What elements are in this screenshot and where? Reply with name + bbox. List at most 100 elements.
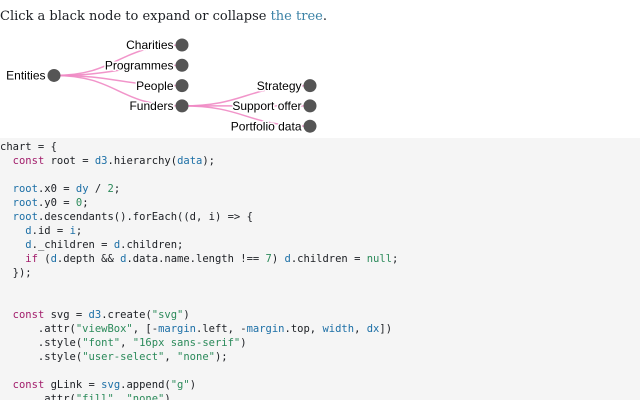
code-token: }); xyxy=(0,267,32,279)
code-token: 2 xyxy=(107,183,114,195)
code-line: chart = { xyxy=(0,140,640,154)
code-token: svg xyxy=(101,379,121,391)
tree-node-label: Charities xyxy=(126,38,173,52)
intro-prefix: Click a black node to expand or collapse xyxy=(0,9,271,24)
node-circle-icon[interactable] xyxy=(175,99,189,113)
tree-link-strategy xyxy=(181,84,311,107)
node-circle-icon[interactable] xyxy=(175,79,189,93)
code-token: .style( xyxy=(0,337,83,349)
code-token xyxy=(0,379,13,391)
code-line: root.y0 = 0; xyxy=(0,196,640,210)
code-token: .y0 = xyxy=(37,197,76,209)
tree-node-strategy[interactable]: Strategy xyxy=(255,77,317,94)
code-token: .descendants().forEach((d, i) => { xyxy=(37,211,253,223)
code-token xyxy=(0,309,13,321)
code-token: / xyxy=(88,183,108,195)
code-token: .left, - xyxy=(196,323,247,335)
code-cell[interactable]: chart = { const root = d3.hierarchy(data… xyxy=(0,138,640,400)
code-token: dy xyxy=(75,183,89,195)
tree-node-programmes[interactable]: Programmes xyxy=(103,57,189,74)
intro-text: Click a black node to expand or collapse… xyxy=(0,9,327,24)
code-line: d._children = d.children; xyxy=(0,238,640,252)
code-token: const xyxy=(12,379,51,391)
code-token: ._children = xyxy=(31,239,114,251)
node-circle-icon[interactable] xyxy=(303,99,317,113)
code-token: "fill" xyxy=(75,393,114,400)
code-line: }); xyxy=(0,266,640,280)
code-token: data xyxy=(177,155,203,167)
code-token: dx xyxy=(366,323,380,335)
code-token: ]) xyxy=(379,323,393,335)
code-token: .attr( xyxy=(0,323,76,335)
code-token: .depth && xyxy=(56,253,121,265)
code-token: d3 xyxy=(88,309,102,321)
code-line: .style("user-select", "none"); xyxy=(0,350,640,364)
node-circle-icon[interactable] xyxy=(303,79,317,93)
code-token: null xyxy=(366,253,393,265)
tree-links xyxy=(53,44,311,127)
node-circle-icon[interactable] xyxy=(303,119,317,133)
code-line: .attr("fill", "none") xyxy=(0,392,640,400)
code-token xyxy=(0,183,13,195)
code-token: ); xyxy=(202,155,216,167)
code-token: d xyxy=(284,253,291,265)
code-token: ( xyxy=(44,253,51,265)
tree-node-portfolio-data[interactable]: Portfolio data xyxy=(229,118,317,135)
tree-nodes[interactable]: Entities CharitiesProgrammesPeopleFunders… xyxy=(5,37,317,135)
tree-node-label: Programmes xyxy=(105,59,174,73)
code-token: ); xyxy=(214,351,228,363)
code-token xyxy=(0,155,13,167)
tree-link[interactable]: the tree xyxy=(270,9,323,24)
collapsible-tree-chart[interactable]: Entities CharitiesProgrammesPeopleFunders… xyxy=(0,0,640,138)
code-token: chart = { xyxy=(0,141,57,153)
code-token: .data.name.length !== xyxy=(126,253,266,265)
code-line: .attr("viewBox", [-margin.left, -margin.… xyxy=(0,322,640,336)
tree-node-label: People xyxy=(136,79,174,93)
code-line xyxy=(0,168,640,182)
code-token: d3 xyxy=(94,155,108,167)
code-token: root = xyxy=(50,155,95,167)
code-token: d xyxy=(113,239,121,251)
code-token: root xyxy=(12,211,38,223)
code-line: const gLink = svg.append("g") xyxy=(0,378,640,392)
code-token: , xyxy=(164,351,178,363)
tree-link-programmes xyxy=(53,64,183,77)
code-token: ) xyxy=(183,309,190,321)
code-token: , xyxy=(113,393,127,400)
code-token: const xyxy=(12,155,51,167)
code-token: .attr( xyxy=(0,393,76,400)
code-token: "16px sans-serif" xyxy=(132,337,241,349)
tree-node-entities[interactable]: Entities xyxy=(5,67,61,84)
code-token: "g" xyxy=(170,379,190,391)
tree-node-people[interactable]: People xyxy=(135,77,189,94)
tree-link-charities xyxy=(53,44,183,77)
tree-node-funders[interactable]: Funders xyxy=(128,98,189,115)
code-token: d xyxy=(25,225,32,237)
tree-node-label: Funders xyxy=(129,99,173,113)
code-token: , xyxy=(354,323,367,335)
code-token: , [- xyxy=(132,323,159,335)
node-circle-icon[interactable] xyxy=(47,68,61,82)
code-token xyxy=(0,211,13,223)
tree-node-label: Entities xyxy=(6,69,45,83)
code-line xyxy=(0,280,640,294)
code-token: width xyxy=(322,323,355,335)
code-token: .children = xyxy=(290,253,367,265)
code-token: .id = xyxy=(31,225,70,237)
tree-node-charities[interactable]: Charities xyxy=(125,37,189,54)
tree-node-support-offer[interactable]: Support offer xyxy=(231,98,317,115)
code-token: .x0 = xyxy=(37,183,76,195)
code-token: i xyxy=(69,225,76,237)
code-line: const svg = d3.create("svg") xyxy=(0,308,640,322)
code-token: "font" xyxy=(82,337,121,349)
code-token: gLink = xyxy=(50,379,102,391)
code-token xyxy=(0,253,25,265)
code-token: d xyxy=(25,239,32,251)
node-circle-icon[interactable] xyxy=(175,58,189,72)
code-token: root xyxy=(12,197,38,209)
code-token: margin xyxy=(158,323,196,335)
code-token: .style( xyxy=(0,351,83,363)
tree-link-funders xyxy=(53,74,183,107)
code-token: ) xyxy=(240,337,247,349)
node-circle-icon[interactable] xyxy=(175,38,189,52)
